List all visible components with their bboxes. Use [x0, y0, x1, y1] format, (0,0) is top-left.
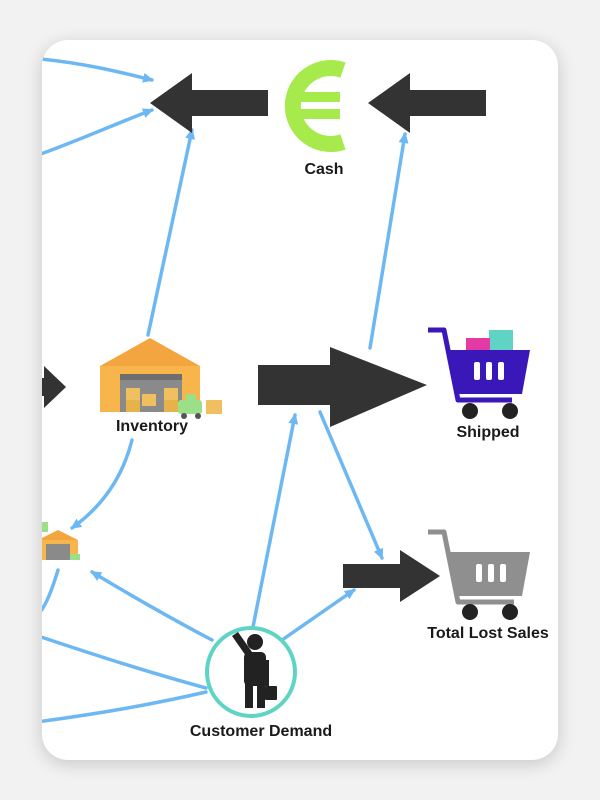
euro-icon — [284, 60, 346, 152]
customer-demand-node[interactable]: Customer Demand — [190, 626, 332, 740]
shopping-cart-icon — [428, 529, 530, 620]
inventory-label: Inventory — [116, 418, 188, 435]
influence-links — [42, 56, 409, 724]
link-offscreen-to-cash-flow-2 — [42, 108, 154, 157]
flow-arrow-shipping — [258, 347, 427, 427]
flow-arrow-cash-inflow — [368, 73, 486, 133]
shopping-cart-icon — [428, 327, 530, 419]
cash-node[interactable]: Cash — [284, 60, 346, 178]
warehouse-icon — [100, 338, 222, 419]
cash-label: Cash — [304, 161, 343, 178]
person-with-bag-icon — [232, 632, 277, 708]
small-warehouse-node[interactable] — [38, 522, 80, 560]
inventory-node[interactable]: Inventory — [100, 338, 222, 435]
flow-arrow-cash-outflow — [150, 73, 268, 133]
customer-demand-label: Customer Demand — [190, 723, 332, 740]
flow-arrow-lost-sales — [343, 550, 440, 602]
link-demand-to-lost-sales-flow — [280, 588, 356, 642]
total-lost-sales-node[interactable]: Total Lost Sales — [427, 529, 549, 642]
link-shipping-to-lost-sales — [318, 410, 384, 560]
link-demand-to-small-warehouse — [90, 570, 214, 642]
shipped-label: Shipped — [456, 424, 519, 441]
link-offscreen-from-small-warehouse — [42, 568, 60, 614]
link-demand-to-shipping-flow — [250, 413, 299, 634]
link-offscreen-from-demand-2 — [42, 690, 208, 724]
link-offscreen-from-demand-1 — [42, 634, 208, 690]
link-offscreen-to-cash-flow-1 — [42, 56, 154, 83]
link-inventory-to-small-warehouse — [70, 438, 134, 530]
total-lost-sales-label: Total Lost Sales — [427, 625, 549, 642]
link-inventory-to-cash-flow — [146, 128, 195, 337]
link-shipped-to-cash-inflow — [368, 132, 409, 350]
flow-arrows — [42, 73, 486, 602]
flow-arrow-inventory-inflow — [42, 366, 66, 408]
shipped-node[interactable]: Shipped — [428, 327, 530, 441]
warehouse-icon — [42, 522, 80, 560]
